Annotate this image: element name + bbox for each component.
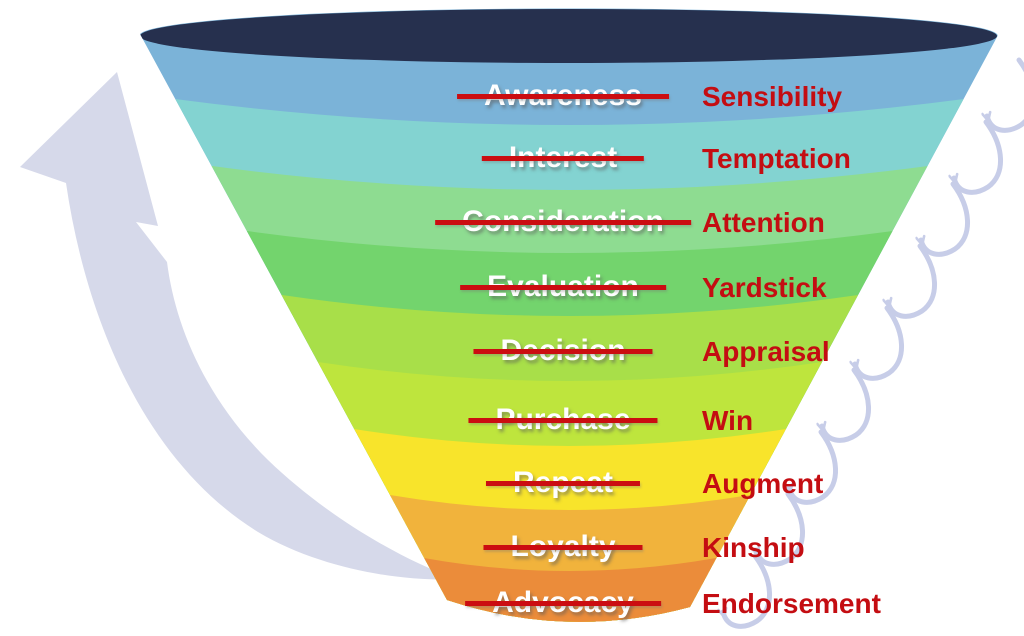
loop-arrow-icon (789, 429, 838, 505)
loop-arrow-icon (954, 119, 1003, 195)
loop-arrow-icon (987, 57, 1024, 133)
loop-arrow-icon (855, 305, 904, 381)
loop-arrow-icon (921, 181, 970, 257)
loop-arrow-icon (723, 553, 772, 629)
swoosh-up-arrow-icon (20, 72, 456, 580)
funnel-top-ellipse (140, 9, 997, 63)
loop-arrow-icon (756, 491, 805, 567)
loop-arrow-chain (723, 57, 1024, 629)
loop-arrow-icon (822, 367, 871, 443)
loop-arrow-icon (888, 243, 937, 319)
